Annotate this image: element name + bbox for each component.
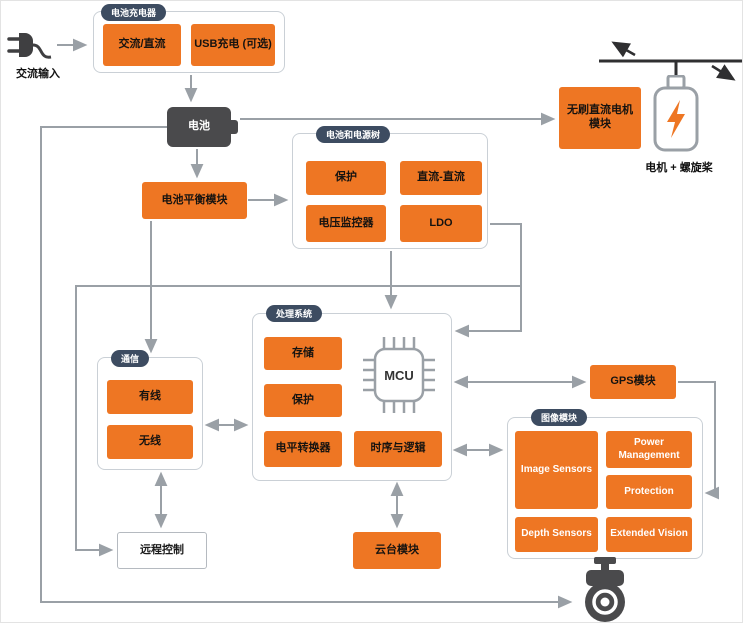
bldc-motor-module-block: 无刷直流电机模块 [559, 87, 641, 149]
image-module-group-title: 图像模块 [531, 409, 588, 426]
rotation-arrow-left [611, 41, 636, 58]
storage-block: 存储 [264, 337, 342, 370]
power-tree-group-title: 电池和电源树 [316, 126, 391, 143]
timing-logic-block: 时序与逻辑 [354, 431, 442, 467]
level-translator-block: 电平转换器 [264, 431, 342, 467]
power-management-block: Power Management [606, 431, 692, 468]
wire-loop-to-processing-right [454, 286, 522, 338]
gps-module-block: GPS模块 [590, 365, 676, 399]
wired-block: 有线 [107, 380, 193, 414]
protection-block-power: 保护 [306, 161, 386, 195]
comm-group-title: 通信 [111, 350, 150, 367]
battery-balance-block: 电池平衡模块 [142, 182, 247, 219]
gimbal-module-block: 云台模块 [353, 532, 441, 569]
battery-block: 电池 [167, 107, 231, 147]
extended-vision-block: Extended Vision [606, 517, 692, 552]
acdc-block: 交流/直流 [103, 24, 181, 66]
wireless-block: 无线 [107, 425, 193, 459]
power-plug-icon [7, 33, 52, 59]
protection-block-image: Protection [606, 475, 692, 509]
mcu-chip: MCU [353, 327, 445, 423]
voltage-monitor-block: 电压监控器 [306, 205, 386, 242]
processing-group-title: 处理系统 [266, 305, 323, 322]
camera-icon [585, 557, 625, 622]
rotation-arrow-right [711, 64, 736, 81]
depth-sensors-block: Depth Sensors [515, 517, 598, 552]
remote-control-block: 远程控制 [117, 532, 207, 569]
charger-group-title: 电池充电器 [101, 4, 167, 21]
battery-terminal [231, 120, 238, 134]
motor-propeller-caption: 电机 + 螺旋桨 [645, 162, 713, 174]
usb-charging-block: USB充电 (可选) [191, 24, 275, 66]
ac-input-label: 交流输入 [16, 68, 60, 80]
ldo-block: LDO [400, 205, 482, 242]
image-sensors-block: Image Sensors [515, 431, 598, 509]
mcu-label: MCU [384, 367, 414, 383]
dcdc-block: 直流-直流 [400, 161, 482, 195]
protection-block-processing: 保护 [264, 384, 342, 417]
motor-icon [653, 75, 699, 152]
